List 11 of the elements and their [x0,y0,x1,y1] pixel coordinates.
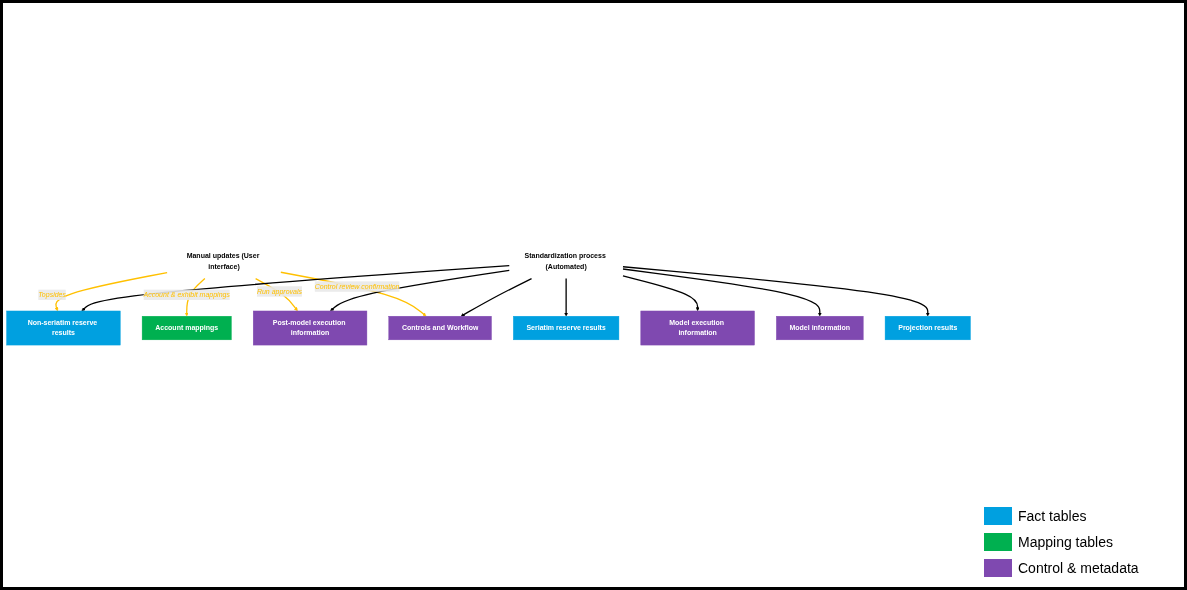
legend-label: Fact tables [1018,508,1087,524]
legend-label: Control & metadata [1018,560,1139,576]
arrow [330,269,510,312]
arrow [54,272,168,312]
arrow [280,271,427,317]
arrow [564,278,569,317]
arrow [622,275,700,312]
arrow [622,268,822,317]
legend-label: Mapping tables [1018,534,1113,550]
arrow [622,266,930,317]
arrow [460,278,533,317]
